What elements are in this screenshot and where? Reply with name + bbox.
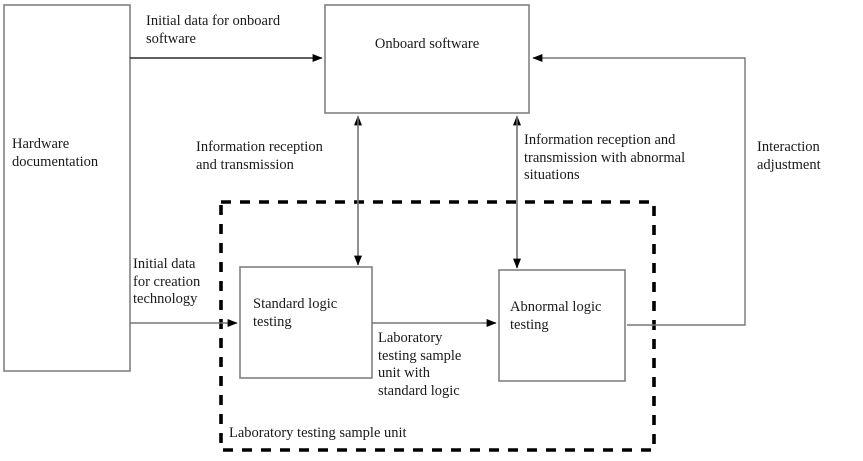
edge-label-initial-data-onboard: Initial data for onboard software — [146, 13, 281, 47]
node-box-onboard-software[interactable] — [324, 4, 530, 114]
edge-label-information-reception-transmission: Information reception and transmission — [196, 139, 323, 173]
node-box-abnormal-logic-testing[interactable] — [498, 269, 626, 382]
edge-label-initial-data-creation-technology: Initial data for creation technology — [133, 256, 201, 308]
node-box-standard-logic-testing[interactable] — [239, 266, 373, 379]
edge-interaction-adjustment — [532, 54, 746, 326]
node-box-hardware-documentation[interactable] — [3, 4, 131, 372]
edge-label-interaction-adjustment: Interaction adjustment — [757, 139, 821, 173]
container-box-laboratory-testing-sample-unit[interactable] — [219, 200, 656, 452]
container-label-laboratory-testing-sample-unit: Laboratory testing sample unit — [229, 425, 407, 441]
edge-label-information-reception-abnormal: Information reception and transmission w… — [524, 132, 686, 184]
edge-label-laboratory-testing-sample-standard: Laboratory testing sample unit with stan… — [378, 330, 462, 400]
